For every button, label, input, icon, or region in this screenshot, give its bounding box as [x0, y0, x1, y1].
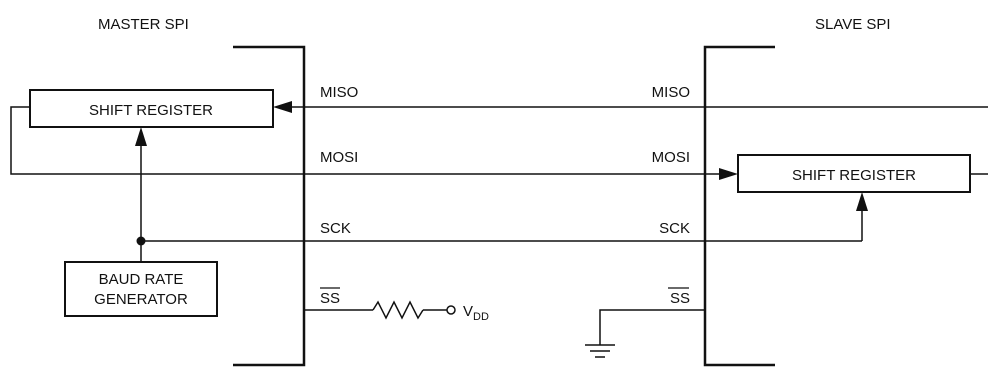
- slave-mosi-label: MOSI: [652, 149, 690, 166]
- ground-icon: [585, 344, 615, 358]
- baud-rate-label-line1: BAUD RATE: [99, 271, 184, 288]
- master-miso-label: MISO: [320, 84, 358, 101]
- vdd-terminal: [446, 305, 456, 315]
- slave-sck-arrowhead: [856, 192, 868, 211]
- mosi-arrowhead: [719, 168, 738, 180]
- vdd-label: VDD: [463, 303, 489, 323]
- slave-spi-title: SLAVE SPI: [815, 16, 891, 33]
- slave-shift-register-label: SHIFT REGISTER: [792, 167, 916, 184]
- master-spi-title: MASTER SPI: [98, 16, 189, 33]
- master-sck-label: SCK: [320, 220, 351, 237]
- master-shift-register: [29, 89, 274, 128]
- slave-ss-ground-line: [599, 309, 705, 345]
- master-sck-arrowhead: [135, 127, 147, 146]
- master-boundary: [233, 45, 306, 367]
- master-mosi-label: MOSI: [320, 149, 358, 166]
- slave-ss-label: SS: [670, 290, 690, 307]
- master-shift-register-label: SHIFT REGISTER: [89, 102, 213, 119]
- slave-miso-label: MISO: [652, 84, 690, 101]
- baud-rate-label-line2: GENERATOR: [94, 291, 188, 308]
- miso-arrowhead: [273, 101, 292, 113]
- slave-boundary: [703, 45, 775, 367]
- slave-sck-label: SCK: [659, 220, 690, 237]
- mosi-line: [10, 106, 720, 175]
- pullup-resistor: [372, 300, 424, 320]
- master-ss-label: SS: [320, 290, 340, 307]
